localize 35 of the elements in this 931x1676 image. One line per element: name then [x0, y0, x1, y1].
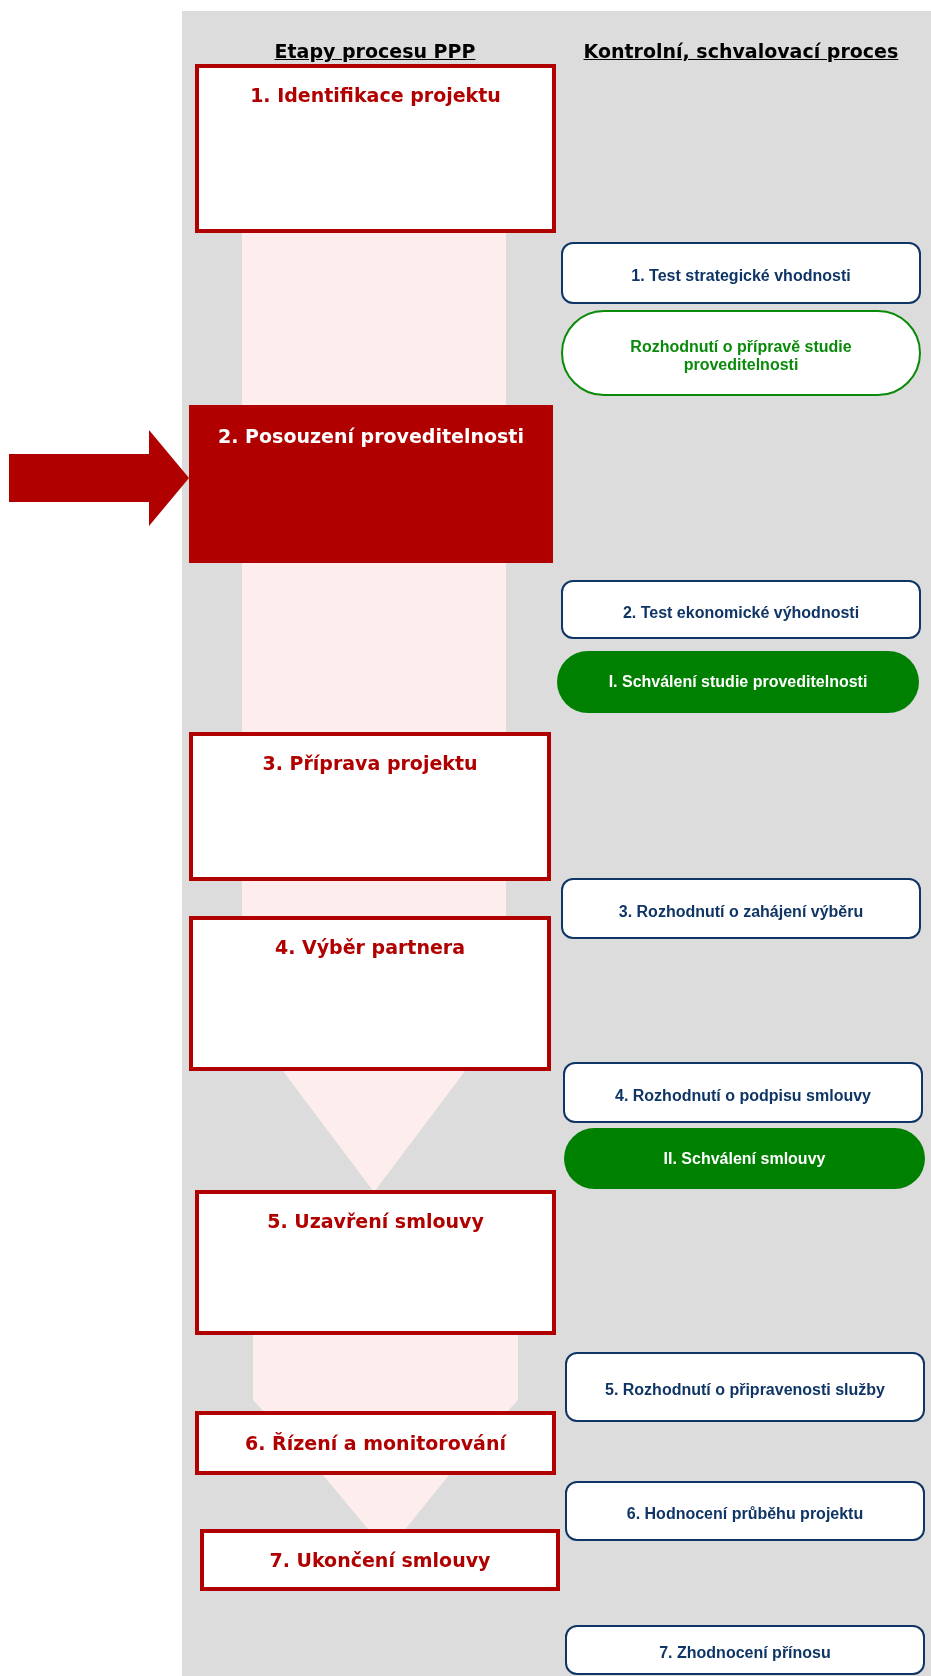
- block-arrow: [9, 430, 189, 526]
- box-text: 4. Výběr partnera: [274, 936, 466, 958]
- approval-box: [564, 1128, 925, 1189]
- check-box: [563, 1062, 923, 1123]
- stage-box: [200, 1529, 560, 1591]
- box-text: I. Schválení studie proveditelnosti: [608, 673, 868, 691]
- stage-box: [189, 916, 551, 1071]
- column-heading: Etapy procesu PPP: [274, 40, 476, 62]
- box-text: 1. Test strategické vhodnosti: [631, 267, 851, 285]
- check-box: [561, 242, 921, 304]
- column-heading: Kontrolní, schvalovací proces: [583, 40, 899, 62]
- box-text: II. Schválení smlouvy: [663, 1149, 826, 1168]
- stage-box: [195, 1190, 556, 1335]
- highlighted-stage-box: [189, 405, 553, 563]
- check-box: [565, 1625, 925, 1675]
- box-text: 2. Posouzení proveditelnosti: [218, 425, 524, 447]
- check-box: [561, 878, 921, 939]
- stage-box: [189, 732, 551, 881]
- check-box: [565, 1352, 925, 1422]
- check-box: [565, 1481, 925, 1541]
- box-text: 3. Rozhodnutí o zahájení výběru: [618, 902, 864, 921]
- check-box: [561, 580, 921, 639]
- box-text: 3. Příprava projektu: [262, 752, 478, 774]
- stage-box: [195, 1411, 556, 1475]
- box-text: 5. Uzavření smlouvy: [267, 1210, 484, 1232]
- box-text: 6. Hodnocení průběhu projektu: [626, 1505, 864, 1523]
- box-text: 2. Test ekonomické výhodnosti: [622, 603, 860, 622]
- stage-box: [195, 64, 556, 233]
- box-text: 7. Zhodnocení přínosu: [659, 1644, 831, 1662]
- box-text: 4. Rozhodnutí o podpisu smlouvy: [615, 1086, 871, 1105]
- box-text: Rozhodnutí o přípravě studie proveditelnosti: [629, 338, 853, 374]
- box-text: 7. Ukončení smlouvy: [269, 1549, 491, 1571]
- box-text: 5. Rozhodnutí o připravenosti služby: [605, 1381, 885, 1399]
- box-text: 1. Identifikace projektu: [250, 84, 501, 106]
- box-text: 6. Řízení a monitorování: [245, 1432, 506, 1454]
